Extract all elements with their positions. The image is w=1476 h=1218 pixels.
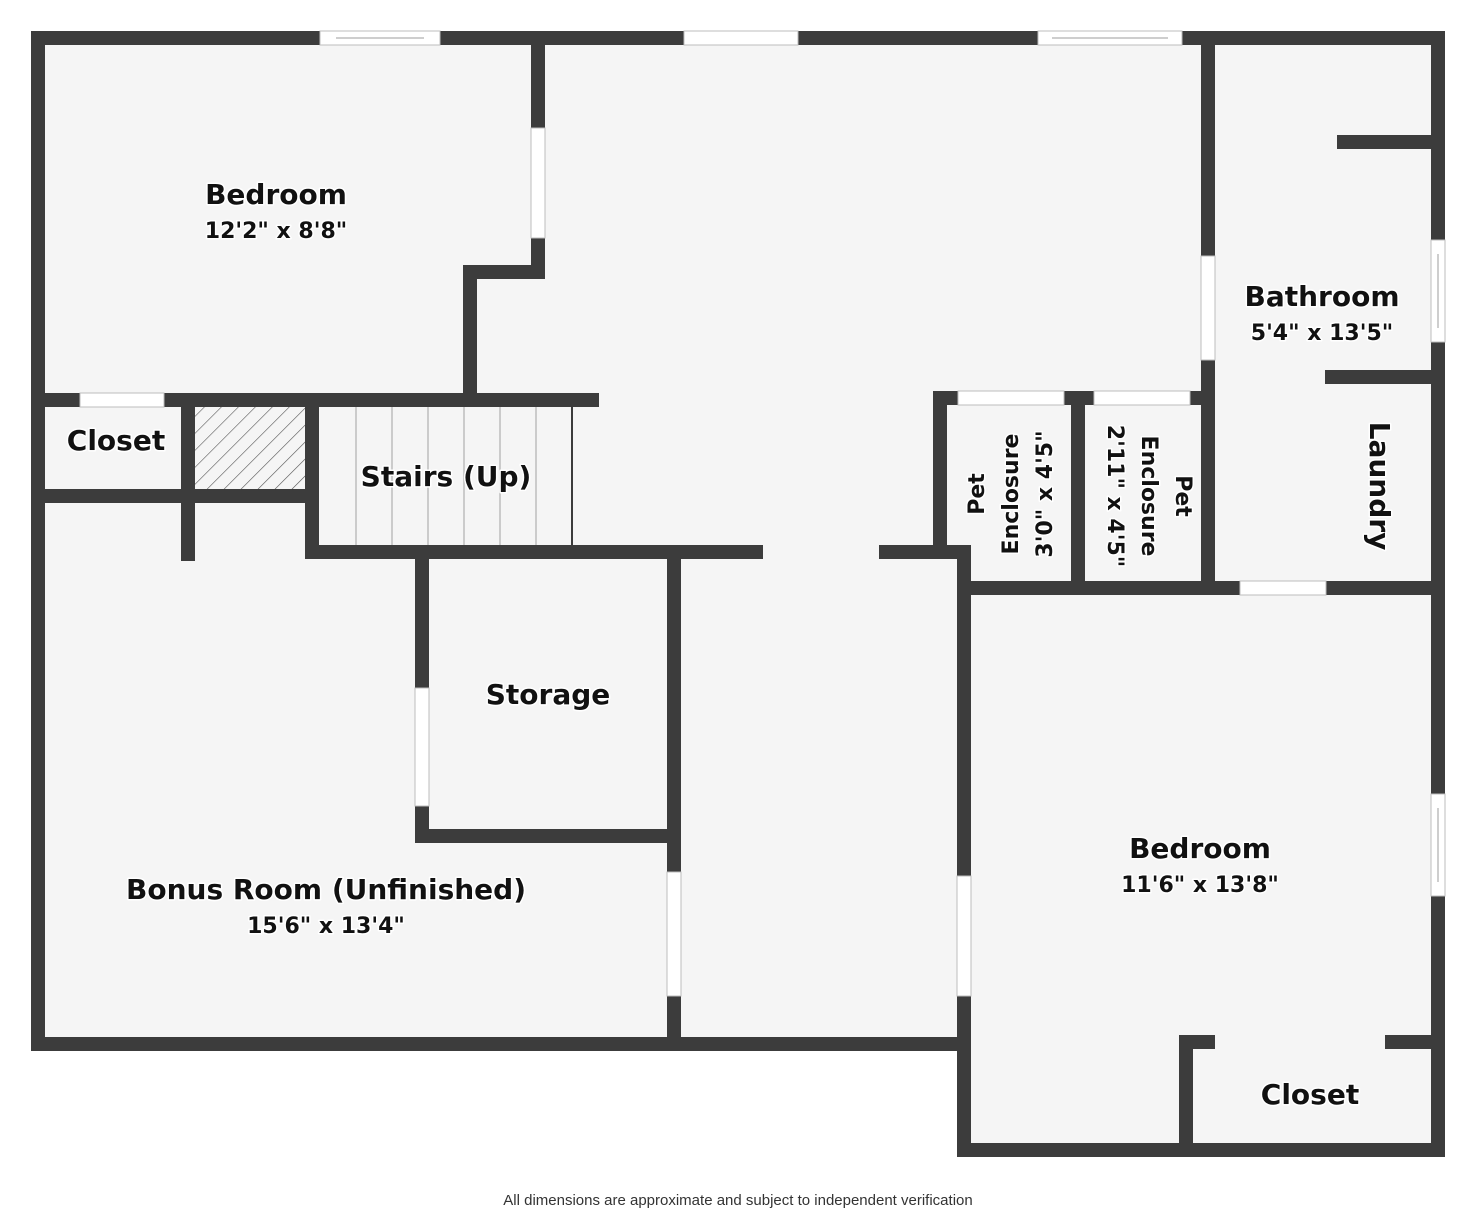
room-name-stairs: Stairs (Up) (361, 460, 532, 493)
stair-treads (355, 406, 573, 546)
disclaimer-text: All dimensions are approximate and subje… (503, 1192, 973, 1209)
room-name-storage: Storage (486, 678, 611, 711)
room-dims-bedroom-1: 12'2" x 8'8" (205, 219, 347, 244)
openings (79, 30, 1446, 997)
pet-enclosure-1-label: Pet Enclosure 3'0" x 4'5" (964, 429, 1060, 559)
door-bonus-room (666, 871, 682, 997)
room-dims-pet-1: 3'0" x 4'5" (1033, 430, 1058, 557)
room-name-pet-1-line2: Enclosure (999, 434, 1024, 555)
door-storage (414, 687, 430, 807)
room-name-pet-1-line1: Pet (965, 473, 990, 515)
room-name-closet-1: Closet (67, 424, 165, 457)
room-name-pet-2-line2: Enclosure (1136, 436, 1161, 557)
door-bedroom-1 (530, 127, 546, 239)
room-name-bedroom-1: Bedroom (205, 178, 347, 211)
window-mullions (336, 37, 1439, 882)
room-dims-pet-2: 2'11" x 4'5" (1102, 425, 1127, 567)
hatched-shaft (194, 406, 306, 490)
walls (31, 31, 1445, 1157)
door-pet-1 (957, 390, 1065, 406)
door-bathroom (1200, 255, 1216, 361)
room-name-pet-2-line1: Pet (1170, 475, 1195, 517)
laundry-label: Laundry (1362, 420, 1398, 552)
door-laundry (1239, 580, 1327, 596)
room-name-closet-2: Closet (1261, 1078, 1359, 1111)
door-top-center (683, 30, 799, 46)
room-name-bonus-room: Bonus Room (Unfinished) (126, 873, 526, 906)
room-name-bedroom-2: Bedroom (1129, 832, 1271, 865)
room-dims-bonus-room: 15'6" x 13'4" (247, 914, 405, 939)
room-name-bathroom: Bathroom (1244, 280, 1399, 313)
room-name-laundry: Laundry (1363, 422, 1396, 551)
room-labels: Bedroom 12'2" x 8'8" Closet Stairs (Up) … (65, 177, 1401, 1113)
door-bedroom-2 (956, 875, 972, 997)
floor-area (38, 38, 1438, 1150)
room-dims-bathroom: 5'4" x 13'5" (1251, 321, 1393, 346)
room-dims-bedroom-2: 11'6" x 13'8" (1121, 873, 1279, 898)
door-closet-1 (79, 392, 165, 408)
pet-enclosure-2-label: Pet Enclosure 2'11" x 4'5" (1101, 423, 1197, 568)
main-floor (38, 38, 1438, 1150)
door-pet-2 (1093, 390, 1191, 406)
